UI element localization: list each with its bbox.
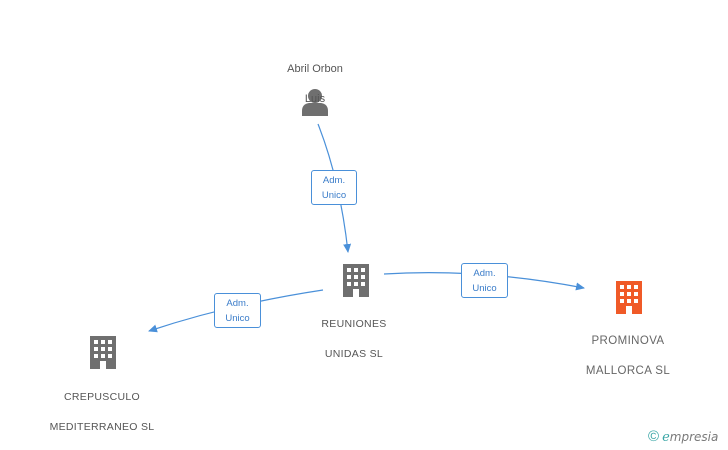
edge-label-line1: Adm. (322, 175, 346, 186)
building-icon[interactable] (343, 264, 369, 297)
edge-label-line1: Adm. (226, 298, 249, 309)
building-icon[interactable] (90, 336, 116, 369)
reuniones-name-line2: UNIDAS SL (324, 348, 384, 360)
brand-rest: mpresia (669, 430, 719, 444)
edge-label-line2: Unico (472, 283, 497, 294)
prominova-name-line1: PROMINOVA (591, 335, 665, 347)
person-label[interactable]: Abril Orbon Luis (262, 47, 368, 122)
edge-label-reuniones-to-prominova[interactable]: Adm. Unico (461, 263, 508, 298)
building-icon-highlight[interactable] (616, 281, 642, 314)
edge-label-line2: Unico (225, 313, 250, 324)
brand-initial: e (662, 430, 670, 445)
person-icon[interactable] (302, 89, 328, 116)
person-name-line2: Luis (304, 93, 326, 105)
person-name-line1: Abril Orbon (287, 63, 343, 75)
reuniones-name-line1: REUNIONES (321, 318, 387, 330)
prominova-name-line2: MALLORCA SL (585, 365, 671, 377)
edge-label-line1: Adm. (473, 268, 496, 279)
edge-label-line2: Unico (321, 190, 347, 201)
edge-label-person-to-reuniones[interactable]: Adm. Unico (311, 170, 357, 205)
empresia-watermark: ©empresia (648, 428, 718, 445)
edge-label-reuniones-to-crepusculo[interactable]: Adm. Unico (214, 293, 261, 328)
prominova-label[interactable]: PROMINOVA MALLORCA SL (568, 319, 688, 394)
reuniones-label[interactable]: REUNIONES UNIDAS SL (296, 302, 412, 377)
crepusculo-name-line1: CREPUSCULO (64, 391, 140, 403)
crepusculo-name-line2: MEDITERRANEO SL (49, 421, 155, 433)
copyright-icon: © (648, 428, 660, 445)
crepusculo-label[interactable]: CREPUSCULO MEDITERRANEO SL (38, 375, 166, 450)
